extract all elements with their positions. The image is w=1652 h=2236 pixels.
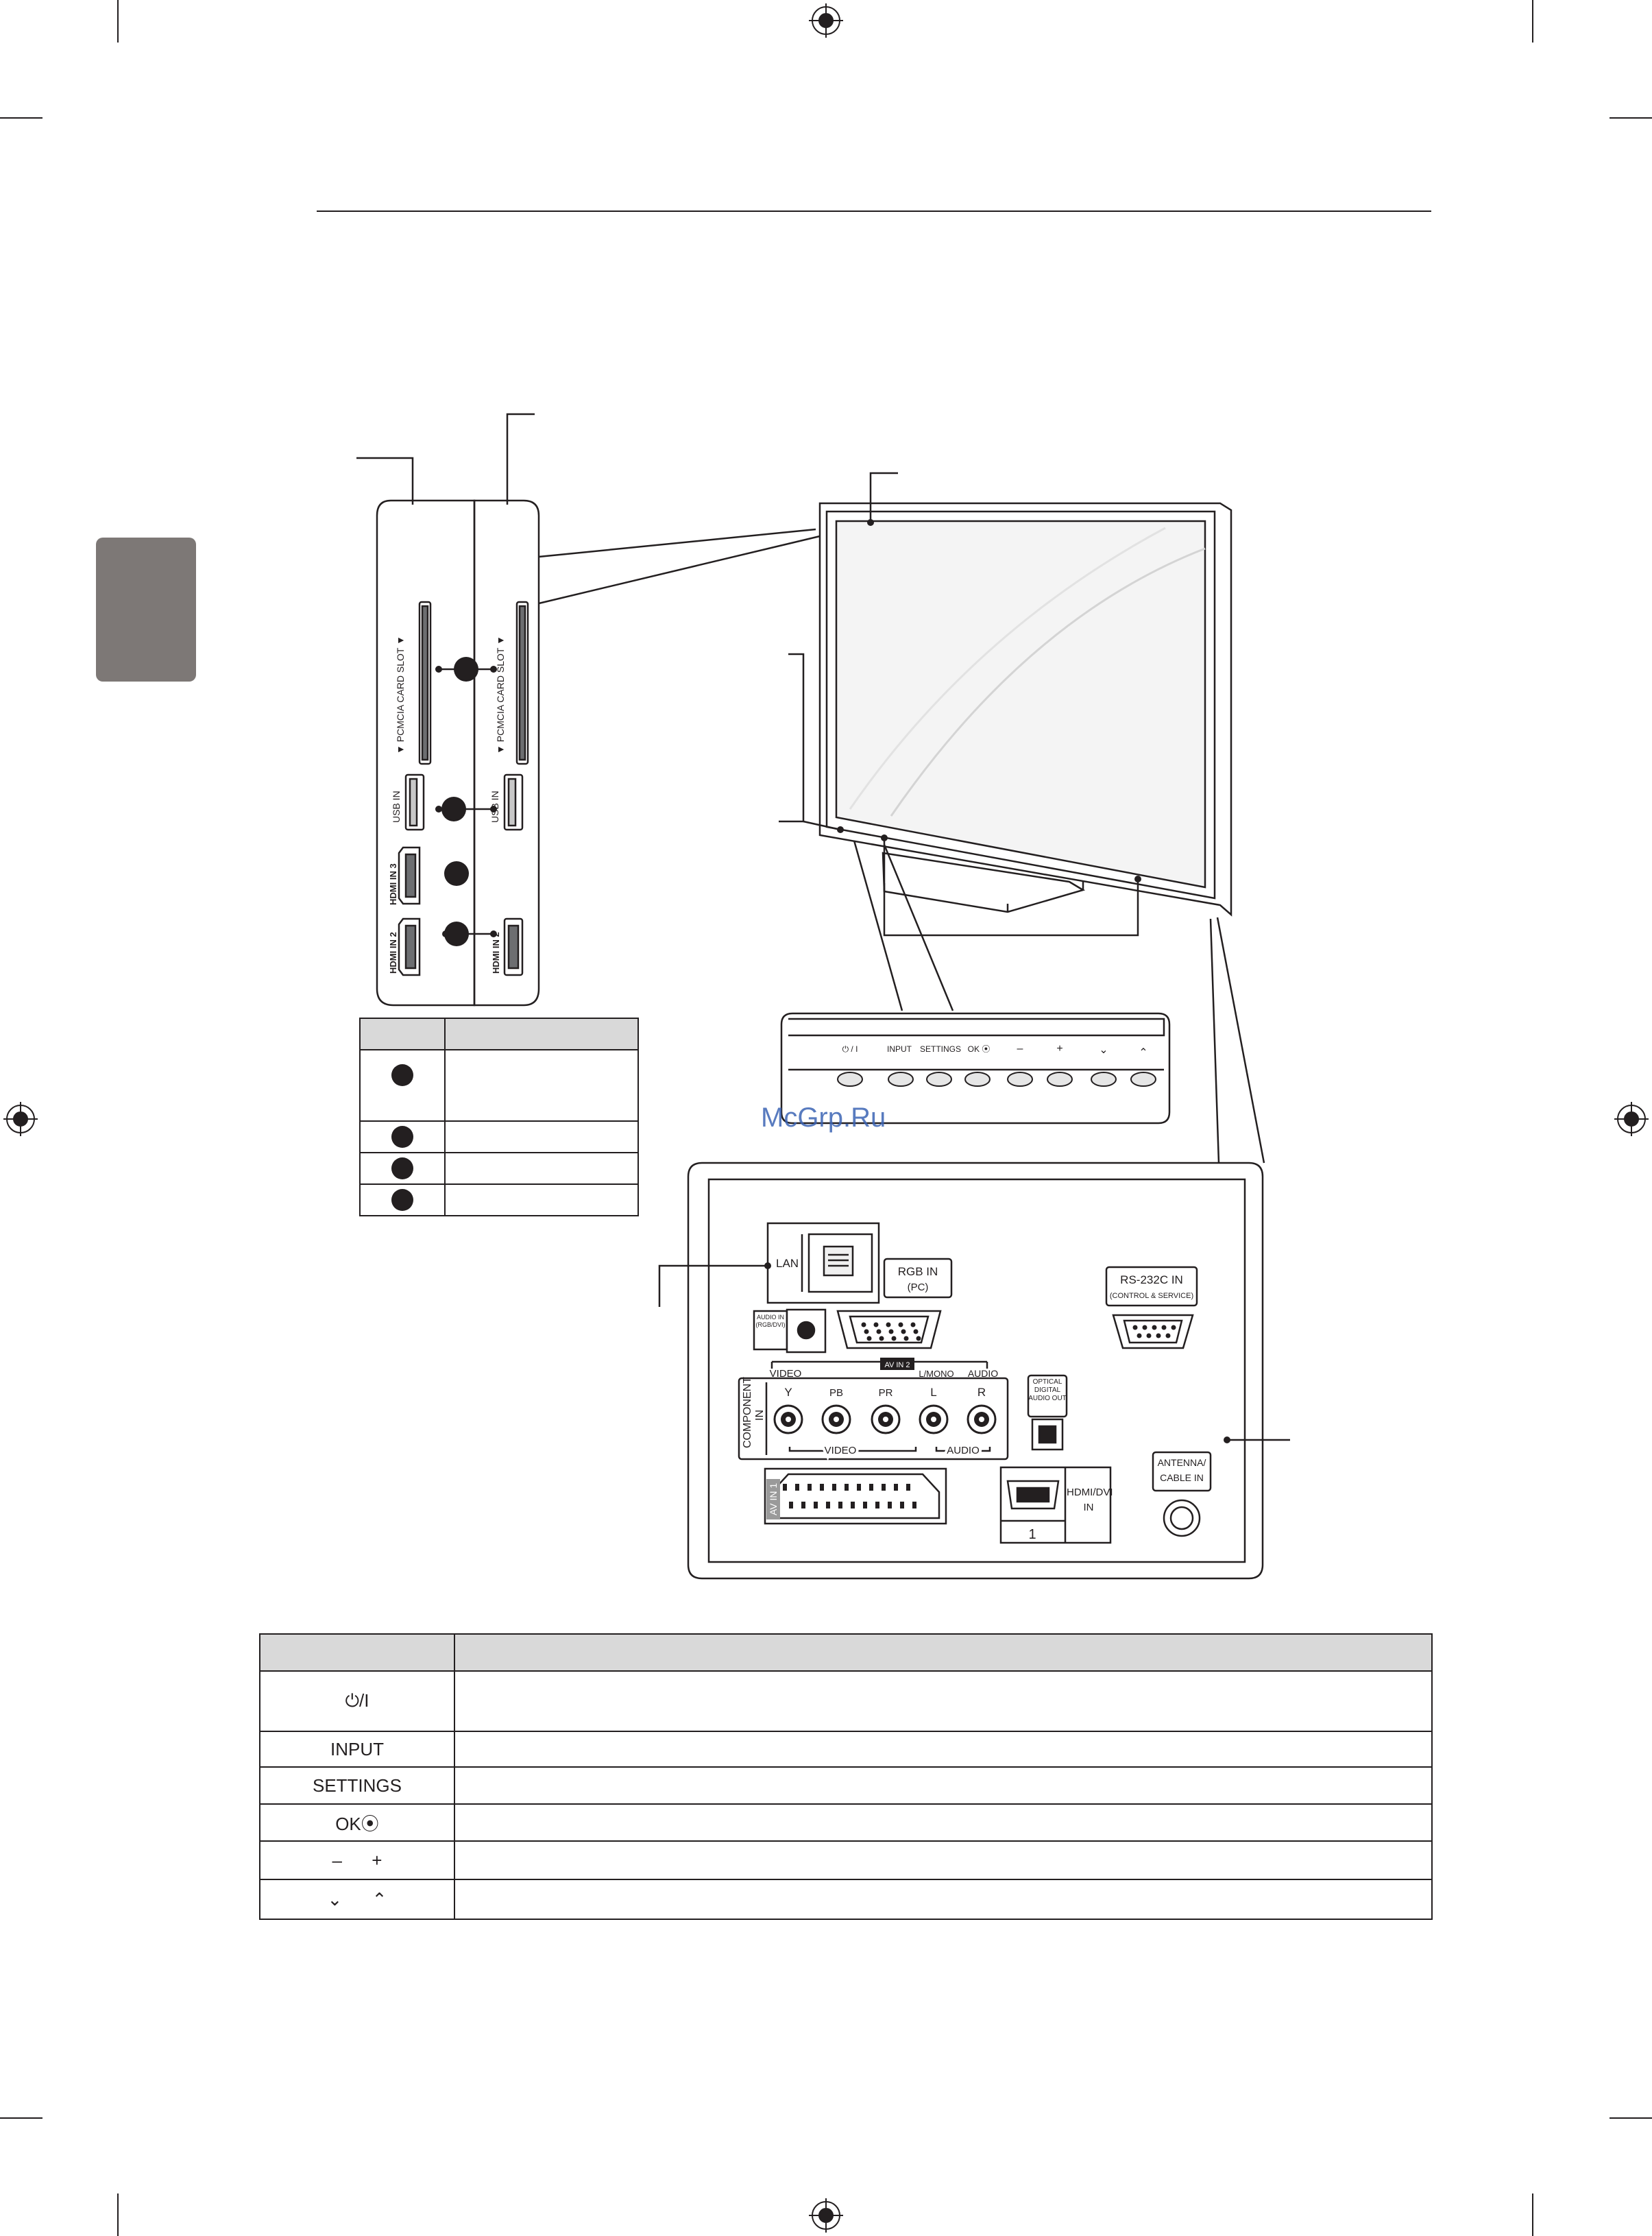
front-btn-up: ⌃ — [1139, 1047, 1147, 1059]
chapter-tab — [96, 538, 196, 682]
jack-r-label: R — [977, 1386, 986, 1399]
audio-label: AUDIO — [968, 1368, 998, 1379]
optical-out-label: OPTICAL DIGITAL AUDIO OUT — [1028, 1378, 1067, 1402]
rs232c-sublabel: (CONTROL & SERVICE) — [1110, 1292, 1193, 1300]
hdmi-number: 1 — [1028, 1527, 1036, 1542]
video-bracket-label: VIDEO — [825, 1445, 857, 1456]
antenna-label: ANTENNA/ CABLE IN — [1157, 1457, 1206, 1483]
table-row-power: ⏻/I — [259, 1670, 455, 1732]
front-btn-plus: + — [1056, 1043, 1062, 1055]
table-row-settings: SETTINGS — [259, 1766, 455, 1805]
hdmi-dvi-label: HDMI/DVI IN — [1067, 1487, 1113, 1513]
watermark: McGrp.Ru — [761, 1103, 886, 1133]
side-connector-table — [359, 1018, 639, 1216]
front-btn-ok: OK ⦿ — [968, 1044, 991, 1054]
audio-in-rgb-label: AUDIO IN (RGB/DVI) — [755, 1314, 786, 1328]
table-row-volume: – + — [259, 1840, 455, 1880]
audio-bracket-label: AUDIO — [947, 1445, 980, 1456]
callout-dot-2 — [391, 1126, 413, 1148]
callout-dot-1 — [391, 1064, 413, 1086]
jack-pr-label: PR — [879, 1387, 893, 1399]
front-btn-power: ⏻ / I — [842, 1044, 858, 1054]
table-row-ok: OK⦿ — [259, 1803, 455, 1842]
front-btn-minus: – — [1017, 1043, 1023, 1055]
table-row-input: INPUT — [259, 1731, 455, 1768]
video-label: VIDEO — [770, 1368, 802, 1380]
rs232c-label: RS-232C IN — [1120, 1273, 1183, 1286]
av-in-1-label: AV IN 1 — [766, 1478, 780, 1519]
rgb-in-label: RGB IN — [898, 1265, 938, 1278]
av-in-2-label: AV IN 2 — [884, 1361, 910, 1369]
component-in-label: COMPONENT IN — [742, 1377, 766, 1448]
registration-mark-top — [809, 3, 843, 38]
jack-pb-label: PB — [829, 1387, 843, 1399]
rgb-in-sublabel: (PC) — [908, 1282, 929, 1293]
lan-label: LAN — [776, 1257, 799, 1270]
table-row-program: ⌄ ⌃ — [259, 1879, 455, 1920]
front-btn-down: ⌄ — [1099, 1044, 1108, 1056]
jack-y-label: Y — [784, 1386, 792, 1399]
front-btn-input: INPUT — [887, 1044, 912, 1054]
callout-dot-4 — [391, 1189, 413, 1211]
button-function-table: ⏻/I INPUT SETTINGS OK⦿ – + ⌄ ⌃ — [259, 1633, 1433, 1920]
callout-dot-3 — [391, 1157, 413, 1179]
front-btn-settings: SETTINGS — [920, 1044, 961, 1054]
l-mono-label: L/MONO — [919, 1369, 953, 1379]
jack-l-label: L — [930, 1386, 936, 1399]
